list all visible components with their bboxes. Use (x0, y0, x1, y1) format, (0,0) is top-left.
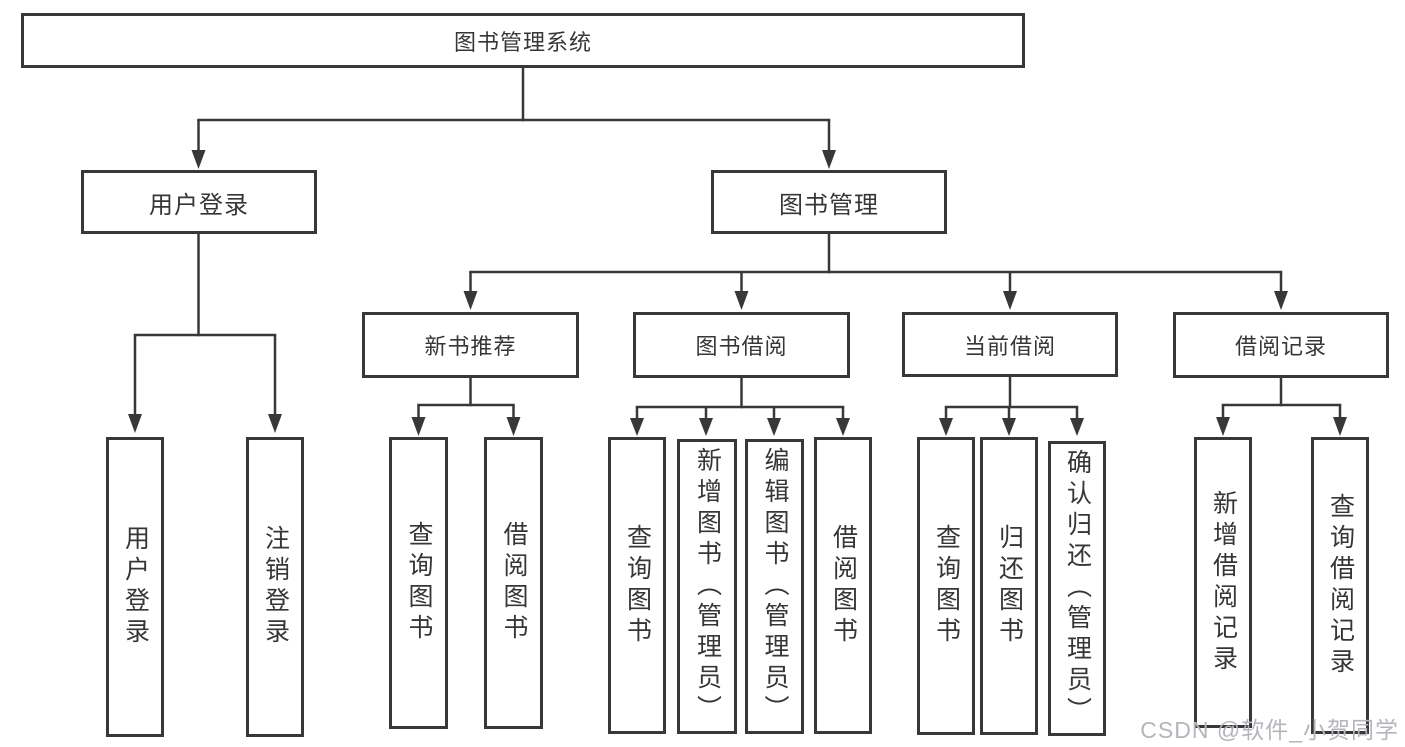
csdn-watermark: CSDN @软件_小贺同学 (1140, 717, 1399, 743)
leaf-user-login: 用户登录 (106, 437, 164, 737)
node-new-book-recommend: 新书推荐 (362, 312, 579, 378)
leaf-query-books-borrow: 查询图书 (608, 437, 666, 734)
leaf-label: 归还图书 (995, 524, 1024, 648)
leaf-add-borrow-record: 新增借阅记录 (1194, 437, 1252, 728)
leaf-query-borrow-record: 查询借阅记录 (1311, 437, 1369, 734)
leaf-label: 借阅图书 (500, 521, 528, 645)
leaf-confirm-return-admin: 确认归还（管理员） (1048, 441, 1106, 736)
node-book-management: 图书管理 (711, 170, 947, 234)
leaf-query-books-recommend: 查询图书 (389, 437, 448, 729)
leaf-edit-books-admin: 编辑图书（管理员） (745, 439, 804, 734)
leaf-label: 查询图书 (405, 521, 433, 645)
node-current-borrow: 当前借阅 (902, 312, 1118, 377)
leaf-label: 确认归还（管理员） (1063, 449, 1092, 728)
leaf-query-books-current: 查询图书 (917, 437, 975, 735)
leaf-label: 查询图书 (932, 524, 961, 648)
arrowheads (128, 150, 1347, 436)
node-library-management-system: 图书管理系统 (21, 13, 1025, 68)
leaf-label: 编辑图书（管理员） (761, 447, 789, 726)
leaf-logout: 注销登录 (246, 437, 304, 737)
leaf-label: 注销登录 (261, 525, 290, 649)
node-book-borrow: 图书借阅 (633, 312, 850, 378)
leaf-add-books-admin: 新增图书（管理员） (677, 439, 737, 734)
leaf-label: 新增借阅记录 (1209, 489, 1238, 676)
leaf-borrow-books-recommend: 借阅图书 (484, 437, 543, 729)
node-user-login: 用户登录 (81, 170, 317, 234)
leaf-label: 用户登录 (121, 525, 150, 649)
leaf-return-books: 归还图书 (980, 437, 1038, 735)
leaf-borrow-books: 借阅图书 (814, 437, 872, 734)
leaf-label: 查询借阅记录 (1326, 492, 1355, 679)
leaf-label: 查询图书 (623, 523, 652, 648)
leaf-label: 新增图书（管理员） (693, 447, 722, 726)
node-borrow-records: 借阅记录 (1173, 312, 1389, 378)
leaf-label: 借阅图书 (829, 523, 858, 648)
